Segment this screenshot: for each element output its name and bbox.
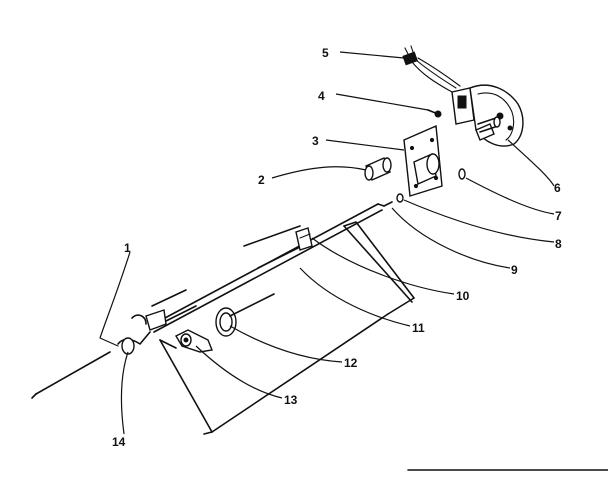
leader-5 xyxy=(339,51,405,59)
callout-2: 2 xyxy=(258,173,265,187)
callout-labels: 5 4 3 2 6 7 8 9 10 11 12 13 1 14 xyxy=(112,46,562,449)
callout-6: 6 xyxy=(554,181,561,195)
leader-10 xyxy=(311,237,455,295)
part-12-counterweight xyxy=(215,293,275,337)
part-9-pin xyxy=(383,201,393,207)
part-2-sleeve xyxy=(364,157,392,181)
leader-2 xyxy=(271,166,367,179)
part-10-spit-rod xyxy=(149,203,385,333)
callout-9: 9 xyxy=(511,263,518,277)
leader-3 xyxy=(325,139,405,151)
callout-13: 13 xyxy=(284,393,298,407)
callout-5: 5 xyxy=(322,46,329,60)
callout-10: 10 xyxy=(456,289,470,303)
wire-stand-frame xyxy=(159,221,415,435)
part-7-clip xyxy=(458,168,466,180)
leader-lines xyxy=(99,51,555,435)
leader-13 xyxy=(195,345,283,399)
part-11-spit-fork-rear xyxy=(243,225,313,269)
part-1-rod-end xyxy=(31,337,119,399)
part-13-handle xyxy=(175,329,213,353)
callout-8: 8 xyxy=(555,237,562,251)
callout-11: 11 xyxy=(412,321,425,335)
callout-4: 4 xyxy=(318,89,325,103)
front-spit-fork xyxy=(145,289,197,331)
leader-1 xyxy=(99,251,131,339)
part-3-bracket xyxy=(403,124,443,197)
callout-12: 12 xyxy=(344,356,358,370)
part-14-knob xyxy=(117,314,151,355)
callout-1: 1 xyxy=(124,241,131,255)
part-4-screw xyxy=(427,109,442,118)
callout-3: 3 xyxy=(312,134,319,148)
callout-7: 7 xyxy=(555,209,562,223)
part-5-plug xyxy=(402,45,461,93)
part-6-motor xyxy=(451,84,524,147)
leader-14 xyxy=(120,351,129,435)
leader-6 xyxy=(507,139,555,187)
part-8-washer xyxy=(396,193,404,203)
leader-8 xyxy=(403,199,555,243)
callout-14: 14 xyxy=(112,435,126,449)
leader-9 xyxy=(391,207,511,269)
leader-7 xyxy=(465,177,555,215)
leader-12 xyxy=(229,325,343,363)
leader-11 xyxy=(299,267,411,327)
leader-4 xyxy=(335,93,429,111)
